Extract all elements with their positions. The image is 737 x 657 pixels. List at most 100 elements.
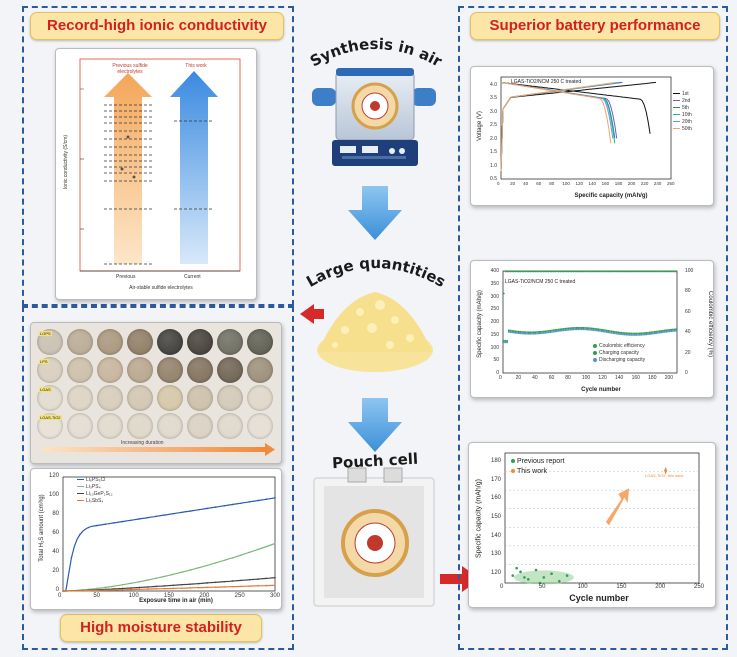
moisture-sample-disc <box>127 385 153 411</box>
h2s-point <box>138 586 141 589</box>
red-arrow-left <box>300 304 324 324</box>
coulombic-point <box>550 270 553 273</box>
compare-xlabel: Cycle number <box>569 593 629 603</box>
improvement-arrow <box>605 488 630 526</box>
coulombic-point <box>625 270 628 273</box>
tag-moisture-stability: High moisture stability <box>60 614 262 642</box>
legend-label: 20th <box>682 119 692 125</box>
charge-point <box>529 331 532 334</box>
h2s-point <box>240 579 242 582</box>
charge-point <box>556 328 558 331</box>
h2s-point <box>147 588 149 590</box>
charge-point <box>519 331 522 333</box>
charge-point <box>632 332 634 335</box>
charge-point <box>637 332 639 335</box>
coulombic-point <box>502 292 505 295</box>
coulombic-point <box>570 270 573 273</box>
x-tick-label: 250 <box>694 584 705 590</box>
discharge-point <box>655 332 658 334</box>
charge-point <box>609 330 611 332</box>
coulombic-point <box>635 270 638 273</box>
h2s-point <box>265 498 268 501</box>
coulombic-point <box>632 270 634 273</box>
charge-point <box>542 330 545 333</box>
h2s-point <box>138 588 141 591</box>
legend-item: Coulombic efficiency <box>593 343 645 350</box>
coulombic-point <box>577 270 580 273</box>
charge-point <box>657 330 659 333</box>
x-tick-label: 80 <box>565 375 571 381</box>
coulombic-point <box>539 270 542 273</box>
coulombic-point <box>608 270 611 273</box>
voltage-profile-chart: LGAS-TiO2/NCM 250 C treated Voltage (V) … <box>470 66 714 206</box>
discharge-point <box>652 332 654 335</box>
y2-tick-label: 60 <box>685 308 691 315</box>
h2s-point <box>223 580 225 583</box>
x-tick-label: 20 <box>515 375 522 381</box>
coulombic-point <box>529 270 532 273</box>
title-synthesis-in-air: Synthesis in air <box>307 35 445 71</box>
coulombic-point <box>595 270 598 273</box>
charge-point <box>624 332 626 334</box>
charge-point <box>670 328 672 331</box>
coulombic-point <box>552 270 555 273</box>
discharge-point <box>526 332 528 335</box>
y-tick-label: 40 <box>52 549 59 555</box>
h2s-point <box>138 518 141 520</box>
legend-swatch <box>673 127 680 130</box>
h2s-point <box>87 589 90 592</box>
moisture-sample-disc <box>187 385 213 411</box>
coulombic-point <box>575 270 578 273</box>
h2s-series-line <box>63 584 276 592</box>
coulombic-point <box>594 270 596 273</box>
coulombic-point <box>554 270 557 273</box>
title-large-quantities: Large quantities <box>303 254 448 291</box>
discharge-point <box>556 330 558 333</box>
x-tick-label: 200 <box>664 375 674 381</box>
discharge-point <box>575 328 578 331</box>
discharge-point <box>670 330 672 333</box>
coulombic-point <box>613 270 616 273</box>
charge-point <box>506 340 508 342</box>
h2s-point <box>147 516 149 519</box>
legend-swatch <box>673 99 680 102</box>
discharge-point <box>569 328 571 331</box>
moisture-sample-disc <box>247 385 273 411</box>
charge-point <box>559 328 561 331</box>
charge-point <box>509 329 512 332</box>
legend-label: 5th <box>682 105 689 111</box>
coulombic-point <box>579 270 581 273</box>
coulombic-point <box>532 270 535 273</box>
x-tick-label: 40 <box>532 375 538 381</box>
h2s-point <box>274 542 276 545</box>
coulombic-point <box>592 270 595 273</box>
moisture-sample-disc <box>67 385 93 411</box>
ionic-xtick-previous: Previous <box>116 274 136 280</box>
discharge-point <box>663 331 666 333</box>
legend-item: Li₆PS₅Cl <box>77 477 113 484</box>
x-tick-label: 200 <box>655 584 666 590</box>
coulombic-point <box>607 270 610 273</box>
h2s-point <box>87 526 90 529</box>
legend-item: 50th <box>673 126 692 133</box>
coulombic-point <box>653 270 656 273</box>
charge-point <box>524 331 527 333</box>
charge-point <box>526 331 528 334</box>
h2s-point <box>121 584 124 586</box>
h2s-point <box>163 575 166 578</box>
charge-point <box>612 330 614 333</box>
h2s-point <box>231 556 234 559</box>
charge-point <box>579 326 581 329</box>
coulombic-point <box>660 270 663 273</box>
discharge-point <box>645 333 648 336</box>
h2s-point <box>214 581 217 584</box>
coulombic-point <box>623 270 626 273</box>
legend-label: Li₃SbS₄ <box>86 498 104 504</box>
charge-point <box>628 332 631 335</box>
x-tick-label: 0 <box>58 593 62 599</box>
coulombic-point <box>671 270 674 273</box>
coulombic-point <box>612 270 615 273</box>
coulombic-point <box>557 270 560 273</box>
x-tick-label: 160 <box>601 181 610 186</box>
h2s-point <box>248 501 251 503</box>
